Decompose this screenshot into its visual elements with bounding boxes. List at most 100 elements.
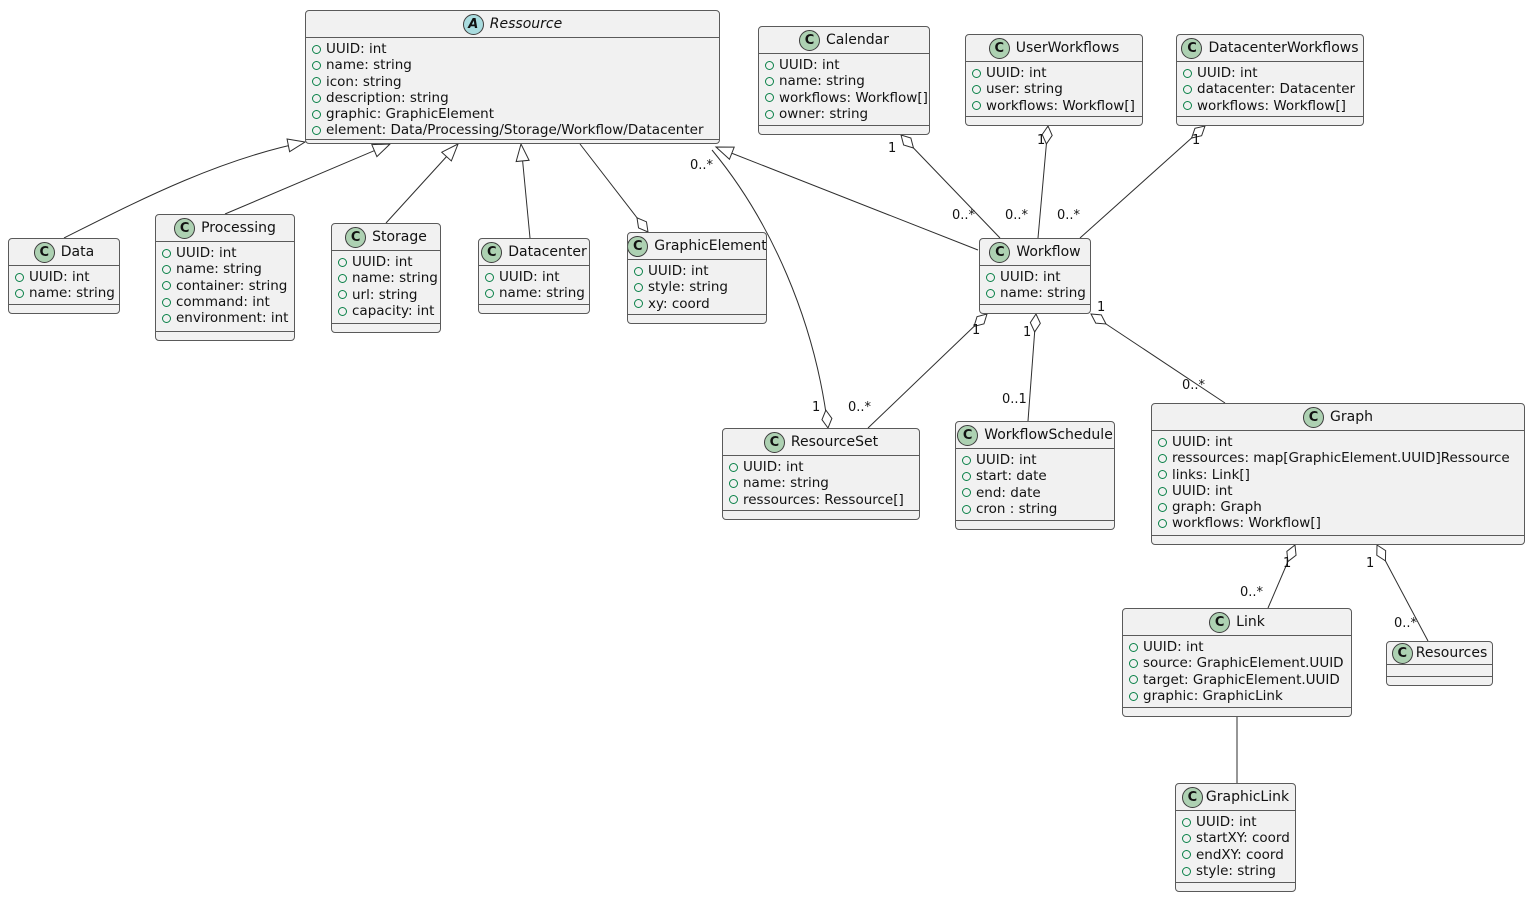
multiplicity-resourceset-1: 1: [812, 400, 821, 415]
field-icon: [765, 60, 774, 70]
methods-compartment: [156, 331, 294, 340]
field-icon: [972, 101, 981, 111]
attribute-row: url: string: [338, 287, 434, 303]
attribute-row: UUID: int: [986, 269, 1084, 285]
class-header: C Workflow: [980, 239, 1090, 265]
class-icon: C: [957, 424, 979, 446]
attribute-row: environment: int: [162, 310, 288, 326]
multiplicity-workflow-schedule-1: 1: [1023, 325, 1032, 340]
attribute-text: UUID: int: [499, 269, 560, 285]
attribute-text: UUID: int: [29, 269, 90, 285]
class-resourceset: C ResourceSet UUID: int name: string res…: [722, 428, 920, 520]
class-header: C Processing: [156, 215, 294, 241]
methods-compartment: [723, 510, 919, 519]
multiplicity-calendar-1: 1: [888, 141, 897, 156]
attribute-row: workflows: Workflow[]: [972, 98, 1136, 114]
edge-datacenterworkflows-workflow-aggregation: [1079, 125, 1206, 239]
multiplicity-datacenterworkflows-1: 1: [1192, 133, 1201, 148]
class-name: Calendar: [826, 32, 889, 48]
edge-userworkflows-workflow-aggregation: [1037, 124, 1053, 239]
class-name: Graph: [1330, 409, 1373, 425]
field-icon: [312, 93, 321, 103]
field-icon: [485, 288, 494, 298]
field-icon: [312, 109, 321, 119]
edge-processing-extends-ressource: [224, 143, 392, 215]
methods-compartment: [1152, 535, 1524, 544]
class-icon: C: [1303, 406, 1325, 428]
edge-resourceset-ressource-aggregation: [711, 149, 833, 430]
attribute-text: UUID: int: [1196, 814, 1257, 830]
abstract-class-icon: A: [462, 13, 484, 35]
attribute-row: end: date: [962, 485, 1108, 501]
attribute-row: name: string: [15, 285, 115, 301]
field-icon: [765, 76, 774, 86]
edge-workflow-resourceset-aggregation: [867, 313, 988, 429]
multiplicity-graph-resources-many: 0..*: [1394, 616, 1418, 631]
attributes-compartment: UUID: int name: string ressources: Resso…: [723, 455, 919, 510]
methods-compartment: [966, 116, 1142, 125]
attribute-text: environment: int: [176, 310, 289, 327]
class-name: UserWorkflows: [1015, 40, 1120, 56]
multiplicity-workflow-graph-many: 0..*: [1182, 378, 1206, 393]
attribute-text: end: date: [976, 484, 1041, 501]
class-header: C Storage: [332, 224, 440, 250]
class-name: Data: [60, 244, 95, 260]
methods-compartment: [759, 125, 929, 134]
attribute-row: name: string: [729, 475, 913, 491]
class-workflow: C Workflow UUID: int name: string: [979, 238, 1091, 314]
class-header: C Datacenter: [479, 239, 589, 265]
class-workflowschedule: C WorkflowSchedule UUID: int start: date…: [955, 421, 1115, 530]
class-name: DatacenterWorkflows: [1208, 40, 1359, 56]
class-header: C ResourceSet: [723, 429, 919, 455]
attributes-compartment: UUID: int name: string workflows: Workfl…: [759, 53, 929, 125]
attributes-compartment: UUID: int name: string: [479, 265, 589, 304]
field-icon: [1129, 691, 1138, 701]
methods-compartment: [306, 138, 719, 143]
field-icon: [1183, 68, 1192, 78]
field-icon: [986, 272, 995, 282]
attribute-row: user: string: [972, 81, 1136, 97]
attributes-compartment: UUID: int ressources: map[GraphicElement…: [1152, 430, 1524, 535]
attribute-row: start: date: [962, 468, 1108, 484]
class-header: C Data: [9, 239, 119, 265]
class-icon: C: [763, 431, 785, 453]
field-icon: [1183, 101, 1192, 111]
attribute-text: capacity: int: [352, 302, 435, 319]
attribute-text: element: Data/Processing/Storage/Workflo…: [326, 122, 704, 139]
class-icon: C: [989, 241, 1011, 263]
attribute-row: name: string: [485, 285, 585, 301]
methods-compartment: [956, 520, 1114, 529]
class-graphiclink: C GraphicLink UUID: int startXY: coord e…: [1175, 783, 1296, 892]
attribute-row: ressources: Ressource[]: [729, 492, 913, 508]
attribute-row: name: string: [765, 73, 923, 89]
class-icon: C: [481, 241, 503, 263]
attributes-compartment: UUID: int start: date end: date cron : s…: [956, 448, 1114, 520]
class-header: C UserWorkflows: [966, 35, 1142, 61]
attribute-row: UUID: int: [962, 452, 1108, 468]
field-icon: [962, 471, 971, 481]
edge-data-extends-ressource: [63, 138, 307, 239]
attributes-compartment: UUID: int datacenter: Datacenter workflo…: [1177, 61, 1363, 116]
field-icon: [312, 44, 321, 54]
attribute-row: UUID: int: [1182, 814, 1289, 830]
multiplicity-datacenterworkflows-workflow-many: 0..*: [1057, 208, 1081, 223]
attribute-text: source: GraphicElement.UUID: [1143, 655, 1344, 672]
field-icon: [338, 290, 347, 300]
class-icon: C: [174, 217, 196, 239]
field-icon: [15, 288, 24, 298]
field-icon: [162, 248, 171, 258]
attribute-text: name: string: [352, 270, 438, 287]
attributes-compartment: UUID: int source: GraphicElement.UUID ta…: [1123, 635, 1351, 707]
field-icon: [312, 126, 321, 136]
field-icon: [162, 297, 171, 307]
edge-calendar-workflow-aggregation: [900, 134, 1001, 239]
attribute-text: description: string: [326, 89, 449, 106]
attribute-text: url: string: [352, 286, 418, 303]
class-icon: C: [33, 241, 55, 263]
attribute-text: icon: string: [326, 73, 402, 90]
field-icon: [986, 288, 995, 298]
class-name: WorkflowSchedule: [984, 427, 1113, 443]
attribute-text: UUID: int: [976, 452, 1037, 468]
attribute-row: source: GraphicElement.UUID: [1129, 655, 1345, 671]
